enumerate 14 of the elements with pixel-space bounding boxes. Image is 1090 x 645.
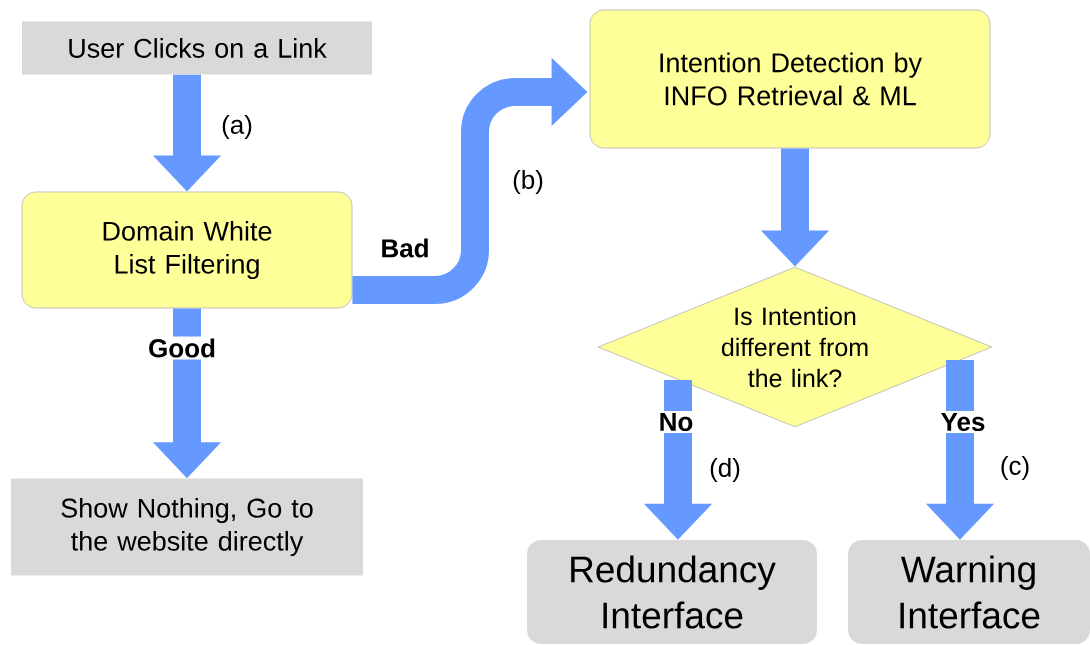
step-box: Show Nothing, Go to the website directly (11, 478, 363, 576)
step-box: User Clicks on a Link (22, 21, 372, 75)
branch-label: Good (146, 336, 218, 360)
branch-label: Yes (938, 410, 988, 434)
edge-label: (c) (1001, 455, 1029, 481)
branch-label: No (656, 410, 696, 434)
outcome-box: Redundancy Interface (527, 540, 817, 644)
edge-label: (b) (513, 169, 543, 195)
process-box: Intention Detection by INFO Retrieval & ML (589, 9, 991, 149)
branch-label: Bad (378, 236, 432, 260)
edge-label: (a) (222, 114, 252, 140)
outcome-box: Warning Interface (848, 540, 1090, 644)
process-box: Domain White List Filtering (21, 191, 353, 309)
edge-label: (d) (710, 457, 740, 483)
